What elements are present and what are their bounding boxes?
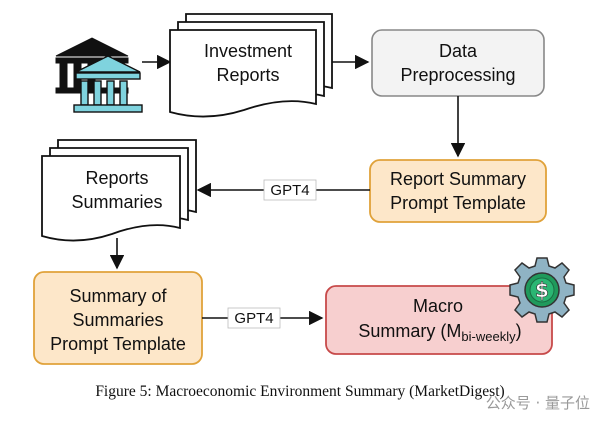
bank-building-icon xyxy=(55,37,143,113)
investment-reports-node xyxy=(169,13,333,118)
macro-summary-node xyxy=(325,285,553,355)
gpt4-top-label: GPT4 xyxy=(270,182,309,199)
report-summary-prompt-label-1: Report Summary xyxy=(390,169,526,189)
investment-reports-label-1: Investment xyxy=(204,41,292,61)
sos-label-1: Summary of xyxy=(69,286,167,306)
bank-front-icon xyxy=(73,55,143,113)
gpt4-bottom-label-box xyxy=(227,307,281,329)
gpt4-top-label-box xyxy=(263,179,317,201)
data-preprocessing-label-2: Preprocessing xyxy=(400,65,515,85)
gpt4-bottom-label: GPT4 xyxy=(234,310,273,327)
reports-summaries-label-2: Summaries xyxy=(71,192,162,212)
data-preprocessing-node xyxy=(371,29,545,97)
reports-summaries-label-1: Reports xyxy=(85,168,148,188)
macro-summary-label-2: Summary (Mbi-weekly) xyxy=(358,321,521,344)
macro-summary-label-1: Macro xyxy=(413,296,463,316)
sos-label-2: Summaries xyxy=(72,310,163,330)
dollar-gear-icon: $ xyxy=(509,257,575,323)
report-summary-prompt-label-2: Prompt Template xyxy=(390,193,526,213)
macro-summary-end: ) xyxy=(516,321,522,341)
figure-caption: Figure 5: Macroeconomic Environment Summ… xyxy=(95,383,505,400)
investment-reports-label-2: Reports xyxy=(216,65,279,85)
watermark: 公众号 · 量子位 xyxy=(485,394,590,412)
data-preprocessing-label-1: Data xyxy=(439,41,478,61)
reports-summaries-node xyxy=(41,139,197,242)
macro-summary-subscript: bi-weekly xyxy=(461,329,516,344)
macro-summary-main: Summary (M xyxy=(358,321,461,341)
report-summary-prompt-node xyxy=(369,159,547,223)
sos-label-3: Prompt Template xyxy=(50,334,186,354)
svg-text:$: $ xyxy=(535,278,549,302)
